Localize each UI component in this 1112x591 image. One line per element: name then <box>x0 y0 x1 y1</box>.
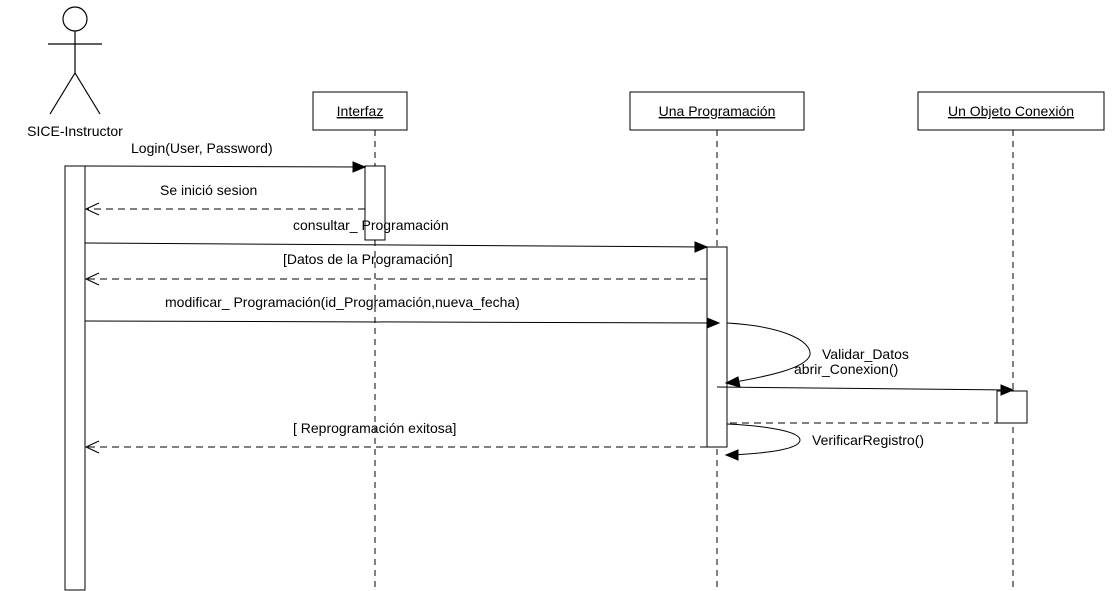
message-datos-arrowhead <box>84 272 100 286</box>
activation-programacion <box>706 246 728 448</box>
lifeline-box-conexion <box>917 91 1105 131</box>
message-modificar-line <box>84 320 718 324</box>
message-datos-label: [Datos de la Programación] <box>283 251 453 267</box>
message-abrir-arrowhead <box>1000 384 1015 396</box>
message-validar-arrowhead <box>724 376 741 388</box>
lifeline-box-interfaz <box>312 91 408 131</box>
message-reprogramacion-arrowhead <box>84 440 100 454</box>
message-modificar-arrowhead <box>706 317 721 329</box>
activation-actor <box>64 165 86 591</box>
message-consultar-arrowhead <box>694 241 709 253</box>
actor-left-leg <box>49 72 76 115</box>
actor-head <box>62 6 88 32</box>
message-verificar-curve <box>726 423 801 456</box>
message-validar-label: Validar_Datos <box>822 346 909 362</box>
message-abrir-label: abrir_Conexion() <box>794 361 898 377</box>
actor-label: SICE-Instructor <box>27 123 123 139</box>
message-reprogramacion-label: [ Reprogramación exitosa] <box>293 420 456 436</box>
message-sesion-label: Se inició sesion <box>160 182 257 198</box>
message-abrir-line <box>716 386 1012 391</box>
message-verificar-arrowhead <box>724 449 739 461</box>
message-login-label: Login(User, Password) <box>131 140 273 156</box>
message-verificar-label: VerificarRegistro() <box>812 432 924 448</box>
activation-interfaz <box>364 165 386 241</box>
lifeline-box-programacion <box>629 91 805 131</box>
message-consultar-label: consultar_ Programación <box>293 217 449 233</box>
actor-figure <box>48 6 102 115</box>
message-login-arrowhead <box>352 161 367 173</box>
lifeline-label-conexion: Un Objeto Conexión <box>948 103 1074 119</box>
message-login-line <box>84 165 364 168</box>
lifeline-label-interfaz: Interfaz <box>337 103 384 119</box>
message-validar-curve <box>726 322 811 384</box>
activation-conexion <box>996 390 1028 424</box>
message-modificar-label: modificar_ Programación(id_Programación,… <box>165 294 520 310</box>
actor-right-leg <box>74 72 101 115</box>
message-consultar-line <box>84 242 706 248</box>
message-sesion-arrowhead <box>84 202 100 216</box>
lifeline-label-programacion: Una Programación <box>659 103 776 119</box>
